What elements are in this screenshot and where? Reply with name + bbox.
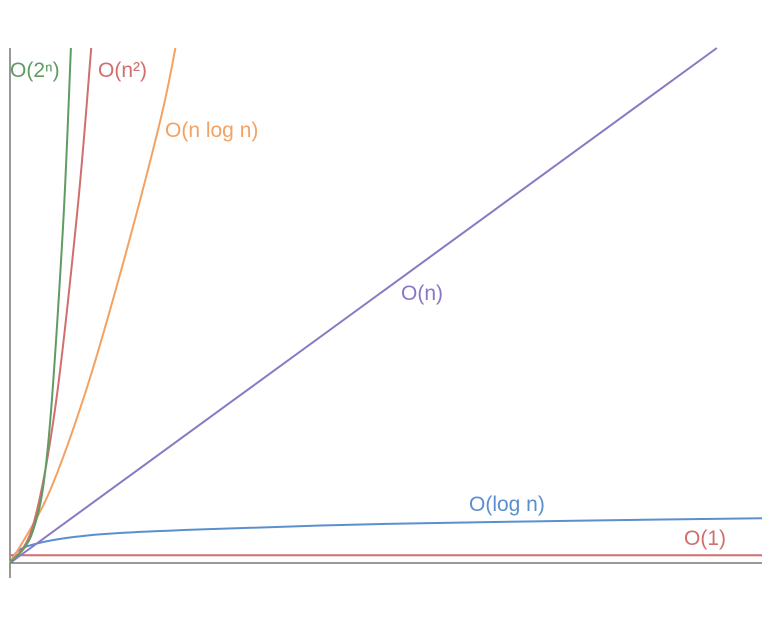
series-line-o-2n	[9, 47, 72, 564]
series-line-o-n2	[9, 47, 93, 564]
label-o-n2: O(n²)	[98, 59, 147, 82]
series-line-o-nlogn	[9, 47, 177, 564]
series-line-o-n	[9, 47, 718, 564]
label-o-1: O(1)	[684, 527, 726, 550]
label-o-2n: O(2ⁿ)	[10, 59, 60, 82]
label-o-nlogn: O(n log n)	[165, 119, 258, 142]
label-o-n: O(n)	[401, 282, 443, 305]
series-layer	[9, 47, 763, 564]
series-line-o-logn	[9, 517, 763, 564]
label-o-logn: O(log n)	[469, 493, 545, 516]
label-layer: O(2ⁿ) O(n²) O(n log n) O(n) O(log n) O(1…	[10, 59, 726, 550]
